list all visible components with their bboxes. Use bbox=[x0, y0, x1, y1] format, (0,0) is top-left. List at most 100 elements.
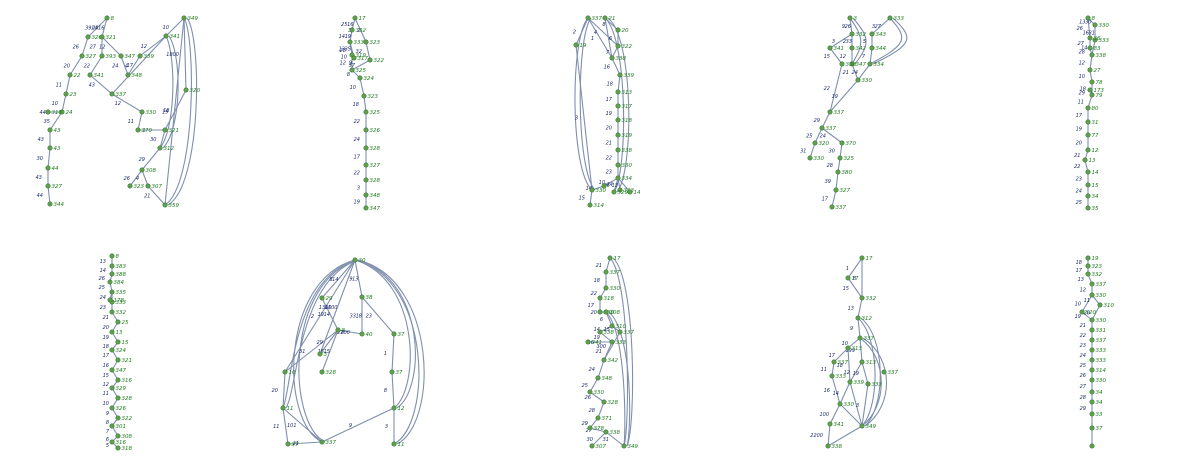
graph-node bbox=[1085, 182, 1091, 188]
edge-label: 22 bbox=[824, 86, 830, 92]
edge-label: 27 bbox=[1078, 41, 1085, 47]
node-label: 341 bbox=[592, 340, 603, 346]
node-label: 13 bbox=[1089, 158, 1096, 164]
graph-node bbox=[847, 379, 853, 385]
graph-edge bbox=[363, 95, 367, 113]
graph-node bbox=[849, 31, 855, 37]
graph-node bbox=[602, 15, 608, 21]
edge-label: 19 bbox=[853, 371, 859, 377]
graph-node bbox=[45, 183, 51, 189]
edge-label: 11 bbox=[1078, 100, 1084, 106]
edge-label: 20 bbox=[272, 388, 278, 394]
graph-edge bbox=[49, 111, 63, 131]
edge-label: 17 bbox=[127, 63, 134, 69]
graph-node bbox=[1085, 263, 1091, 269]
edge-label: 10 bbox=[350, 85, 356, 91]
graph-node bbox=[827, 421, 833, 427]
node-label: 347 bbox=[125, 54, 136, 60]
graph-edge bbox=[871, 17, 891, 35]
node-label: 77 bbox=[1092, 133, 1099, 139]
graph-node bbox=[603, 285, 609, 291]
node-label: 11 bbox=[398, 442, 405, 448]
edge-label: 18 bbox=[837, 363, 843, 369]
edge-label: 22 bbox=[591, 291, 597, 297]
node-label: 337 bbox=[888, 370, 899, 376]
node-label: 79 bbox=[1096, 93, 1103, 99]
node-label: 11 bbox=[287, 406, 294, 412]
graph-edge bbox=[321, 259, 356, 299]
edge-label: 18 bbox=[103, 344, 109, 350]
edge-label: 2200 bbox=[810, 433, 823, 439]
graph-node bbox=[869, 45, 875, 51]
graph-edge bbox=[1081, 294, 1093, 313]
node-label: 338 bbox=[832, 444, 843, 450]
node-label: 15 bbox=[122, 340, 129, 346]
node-label: 388 bbox=[116, 272, 127, 278]
edge-label: 8 bbox=[341, 330, 344, 336]
graph-node bbox=[109, 347, 115, 353]
graph-edge bbox=[839, 403, 863, 427]
node-label: 337 bbox=[326, 440, 337, 446]
graph-node bbox=[617, 72, 623, 78]
node-label: 318 bbox=[52, 110, 63, 116]
node-label: 83 bbox=[1094, 46, 1101, 52]
graph-edge bbox=[282, 407, 323, 443]
graph-node bbox=[849, 45, 855, 51]
graph-edge-curved bbox=[608, 311, 631, 447]
graph-edge bbox=[165, 17, 185, 37]
edge-label: 26 bbox=[124, 176, 130, 182]
edge-label: 13 bbox=[612, 183, 618, 189]
node-label: 307 bbox=[596, 444, 607, 450]
graph-edge-curved bbox=[612, 257, 634, 447]
graph-node bbox=[107, 279, 113, 285]
edge-label: 19 bbox=[1075, 314, 1081, 320]
graph-node bbox=[1089, 92, 1095, 98]
node-label: 330 bbox=[1099, 23, 1110, 29]
node-label: 359 bbox=[169, 203, 180, 209]
graph-node bbox=[109, 385, 115, 391]
node-label: 25 bbox=[122, 320, 129, 326]
graph-edge-curved bbox=[357, 259, 425, 445]
graph-edge-curved bbox=[298, 259, 359, 443]
edge-label: 17 bbox=[822, 197, 829, 203]
edge-label: 19 bbox=[354, 200, 360, 206]
graph-edge bbox=[127, 55, 141, 76]
edge-label: 1800 bbox=[166, 52, 179, 58]
graph-node bbox=[63, 91, 69, 97]
graph-node bbox=[135, 127, 141, 133]
graph-edge bbox=[829, 47, 843, 65]
edge-label: 22 bbox=[1074, 164, 1080, 170]
node-label: 342 bbox=[856, 46, 867, 52]
edge-label: 26 bbox=[1080, 373, 1086, 379]
edge-label: 1 bbox=[846, 266, 849, 272]
node-label: 338 bbox=[616, 56, 627, 62]
edge-label: 21 bbox=[103, 315, 109, 321]
graph-edge bbox=[835, 171, 839, 191]
node-label: 349 bbox=[188, 16, 199, 22]
graph-node bbox=[107, 297, 113, 303]
graph-node bbox=[349, 67, 355, 73]
edge-label: 2 bbox=[311, 314, 314, 320]
graph-node bbox=[1089, 389, 1095, 395]
graph-node bbox=[181, 15, 187, 21]
node-label: 337 bbox=[836, 205, 847, 211]
edge-label: 7 bbox=[862, 54, 866, 60]
node-label: 341 bbox=[834, 46, 845, 52]
graph-node bbox=[849, 61, 855, 67]
node-label: 318 bbox=[622, 118, 633, 124]
graph-edge bbox=[1091, 304, 1101, 321]
node-label: 333 bbox=[836, 374, 847, 380]
graph-edge bbox=[617, 177, 631, 193]
edge-label: 21 bbox=[293, 441, 299, 447]
edge-label: 10 bbox=[52, 101, 58, 107]
graph-node bbox=[1089, 281, 1095, 287]
graph-node bbox=[118, 53, 124, 59]
graph-edge bbox=[839, 142, 843, 159]
graph-node bbox=[1089, 357, 1095, 363]
edge-label: 17 bbox=[606, 97, 613, 103]
graph-node bbox=[617, 187, 623, 193]
graph-node bbox=[349, 27, 355, 33]
graph-node bbox=[837, 155, 843, 161]
node-label: 332 bbox=[1092, 272, 1103, 278]
edge-label: 19 bbox=[345, 34, 351, 40]
